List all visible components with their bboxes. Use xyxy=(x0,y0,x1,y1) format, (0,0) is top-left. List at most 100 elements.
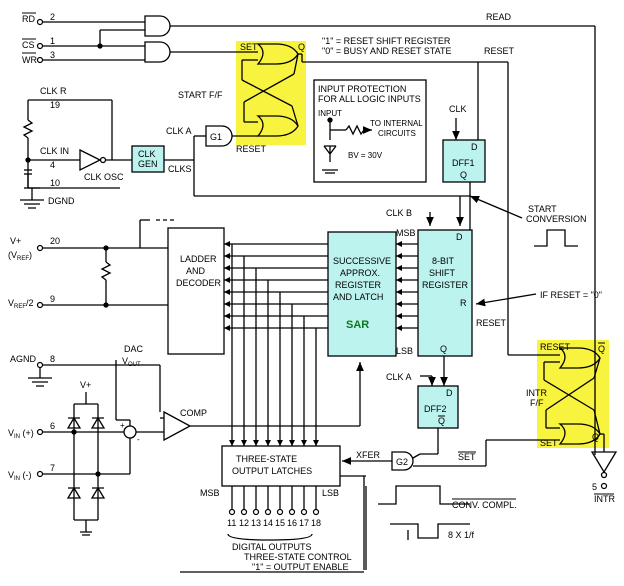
protection-input: INPUT xyxy=(318,109,342,118)
protection-title-2: FOR ALL LOGIC INPUTS xyxy=(318,94,421,104)
g1-gate xyxy=(205,125,233,147)
vplus-ref-b: (VREF) xyxy=(8,250,32,262)
dgnd-label: DGND xyxy=(48,196,75,206)
latch-arrows xyxy=(224,241,402,446)
clk-gen-block xyxy=(131,145,165,173)
wr-label: WR xyxy=(22,55,37,65)
g2-label: G2 xyxy=(396,457,408,467)
start-ff-q: Q xyxy=(298,42,305,52)
sar-text-3: REGISTER xyxy=(335,280,382,290)
clk-osc-label: CLK OSC xyxy=(84,172,124,182)
rd-label: RD xyxy=(22,14,35,24)
comp-label: COMP xyxy=(180,408,207,418)
protection-to-internal-1: TO INTERNAL xyxy=(370,119,423,128)
read-and-gate xyxy=(144,15,171,37)
ladder-decoder-block xyxy=(167,227,225,355)
intr-ff-qbar: Q xyxy=(598,344,605,354)
pin-10: 10 xyxy=(50,178,60,188)
reset-note-line2: "0" = BUSY AND RESET STATE xyxy=(322,46,452,56)
pin-13: 13 xyxy=(251,518,261,528)
ladder-text-1: LADDER xyxy=(180,254,217,264)
clk-a-g1-label: CLK A xyxy=(166,126,192,136)
protection-bv: BV = 30V xyxy=(348,151,383,160)
clk-a-dff2-label: CLK A xyxy=(386,372,412,382)
dgnd-symbol xyxy=(20,199,44,209)
pin-3: 3 xyxy=(50,50,55,60)
dff2-d: D xyxy=(446,388,453,398)
read-label: READ xyxy=(486,12,512,22)
clk-dff1-label: CLK xyxy=(449,104,467,114)
write-and-gate xyxy=(144,41,171,63)
dff1-text: DFF1 xyxy=(452,158,475,168)
start-ff-set: SET xyxy=(240,42,258,52)
dff1-q: Q xyxy=(460,170,467,180)
pin-11: 11 xyxy=(227,518,236,528)
output-enable-label: "1" = OUTPUT ENABLE xyxy=(252,562,349,572)
clks-label: CLKS xyxy=(168,164,192,174)
input-protection-box xyxy=(313,79,427,183)
msb-out-label: MSB xyxy=(200,488,220,498)
shift-d: D xyxy=(456,232,463,242)
vin-minus-label: VIN (-) xyxy=(8,470,32,482)
pin-markers xyxy=(36,18,608,516)
vout-label: VOUT xyxy=(122,356,141,368)
vplus-ref-a: V+ xyxy=(10,236,21,246)
set-g2-label: SET xyxy=(458,452,476,462)
shift-text-1: 8-BIT xyxy=(432,256,455,266)
intr-ff-q: Q xyxy=(592,432,599,442)
sum-plus: + xyxy=(120,421,125,430)
msb-sr: MSB xyxy=(396,228,416,238)
shift-text-2: SHIFT xyxy=(429,268,456,278)
output-pin-numbers: 11 12 13 14 15 16 17 18 xyxy=(227,518,321,528)
start-conversion-2: CONVERSION xyxy=(526,214,587,224)
intr-ff-reset: RESET xyxy=(540,342,571,352)
clk-gen-text-1: CLK xyxy=(138,149,156,159)
ladder-text-3: DECODER xyxy=(176,278,222,288)
vref2-label: VREF/2 xyxy=(8,298,34,310)
sar-text-2: APPROX. xyxy=(340,268,380,278)
vplus-label: V+ xyxy=(80,380,91,390)
clk-r-resistor xyxy=(22,119,34,139)
clk-in-label: CLK IN xyxy=(40,146,69,156)
shift-r: R xyxy=(460,298,467,308)
agnd-label: AGND xyxy=(10,354,37,364)
pin-6: 6 xyxy=(50,421,55,431)
ladder-text-2: AND xyxy=(186,266,206,276)
pin-12: 12 xyxy=(239,518,249,528)
dac-label: DAC xyxy=(124,344,144,354)
pin-8: 8 xyxy=(50,354,55,364)
conv-compl-label: CONV. COMPL. xyxy=(452,500,517,510)
latch-text-1: THREE-STATE xyxy=(236,454,297,464)
start-ff-reset: RESET xyxy=(236,144,267,154)
intr-ff-label-1: INTR xyxy=(526,388,547,398)
sum-minus: - xyxy=(137,435,140,444)
pin-14: 14 xyxy=(263,518,273,528)
g1-label: G1 xyxy=(210,132,222,142)
clk-r-label: CLK R xyxy=(40,86,67,96)
cs-label: CS xyxy=(22,40,35,50)
sar-block xyxy=(327,231,397,357)
digital-outputs-label: DIGITAL OUTPUTS xyxy=(232,542,312,552)
vin-plus-label: VIN (+) xyxy=(8,428,34,440)
pin-16: 16 xyxy=(287,518,297,528)
clk-b-label: CLK B xyxy=(386,208,412,218)
lsb-sr: LSB xyxy=(396,346,413,356)
g2-gate xyxy=(391,451,414,471)
intr-label: INTR xyxy=(594,494,615,504)
freq-label: 8 X 1/f xyxy=(448,530,475,540)
pin-9: 9 xyxy=(50,294,55,304)
pin-4: 4 xyxy=(50,160,55,170)
pin-19: 19 xyxy=(50,100,60,110)
sar-name: SAR xyxy=(346,319,369,331)
start-ff-label: START F/F xyxy=(178,90,223,100)
shift-register-block xyxy=(417,229,473,357)
pin-15: 15 xyxy=(275,518,285,528)
intr-ff-set: SET xyxy=(540,438,558,448)
dff1-block xyxy=(442,139,486,183)
dff2-text: DFF2 xyxy=(424,404,447,414)
reset-sr-label: RESET xyxy=(476,318,507,328)
if-reset-label: IF RESET = "0" xyxy=(540,290,602,300)
pin-2: 2 xyxy=(50,12,55,22)
